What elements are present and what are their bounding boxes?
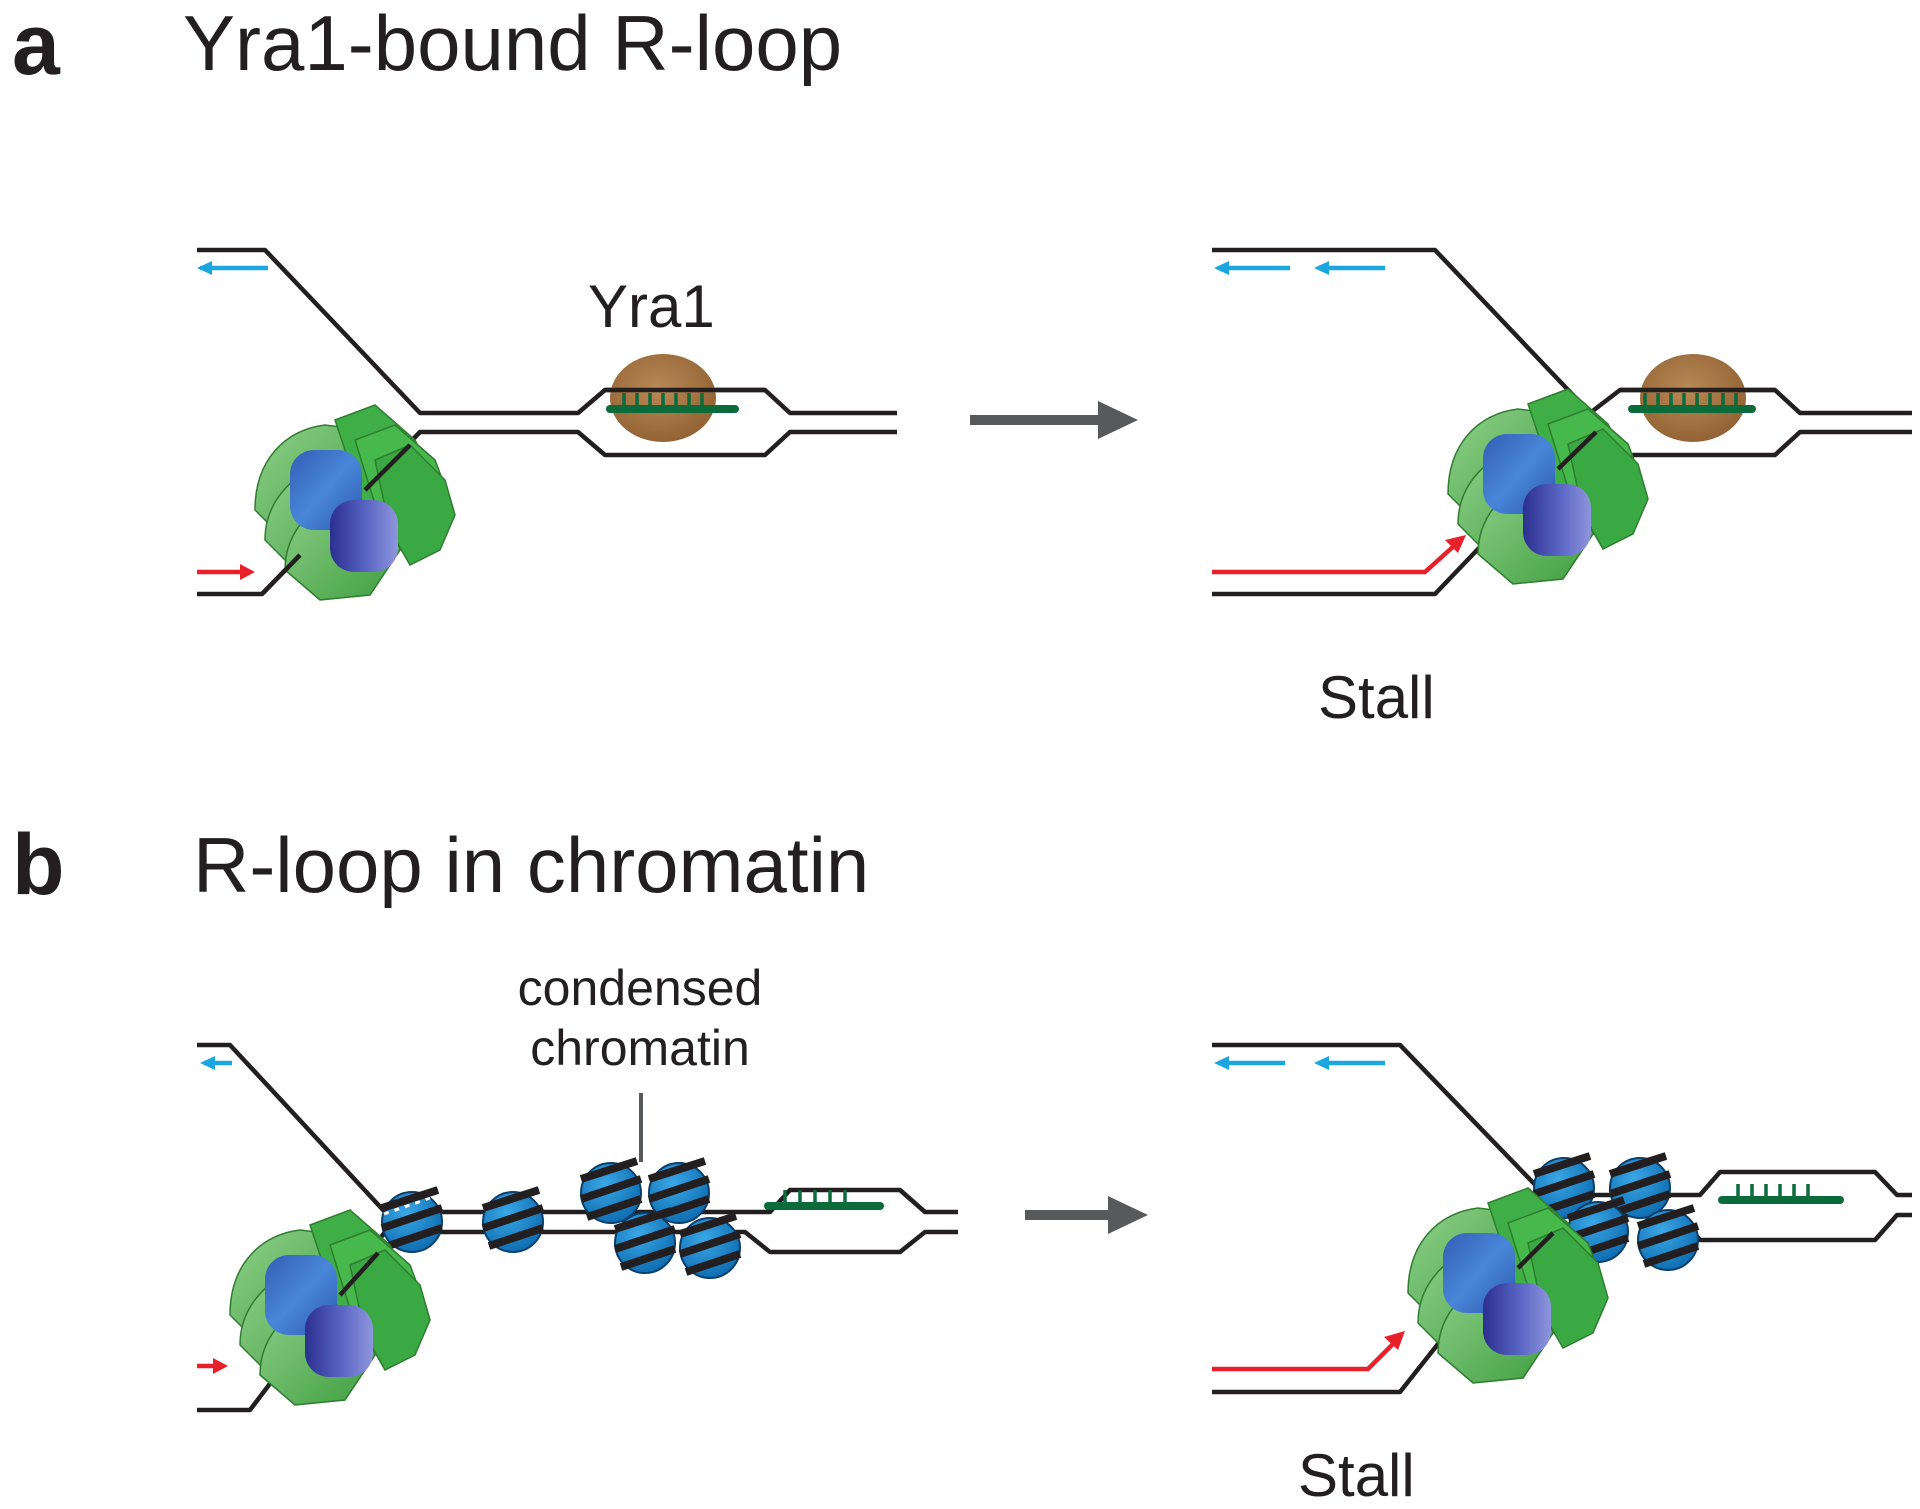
panel-a-right-fork [1212, 247, 1912, 597]
panel-a-title: Yra1-bound R-loop [183, 0, 843, 87]
nucleosome-icon [678, 1212, 742, 1279]
chromatin-label-line2: chromatin [530, 1020, 750, 1076]
cmg-helicase-icon [254, 404, 456, 601]
lagging-arrowhead-icon [197, 261, 212, 275]
yra1-label: Yra1 [588, 273, 715, 340]
nucleosome-icon [1636, 1204, 1700, 1271]
transition-arrow-b [1025, 1196, 1148, 1234]
parental-strand-top [197, 247, 897, 416]
nucleosome-icon [380, 1186, 444, 1253]
cmg-helicase-icon [229, 1209, 431, 1406]
panel-b-left-fork [197, 1042, 958, 1413]
stall-label-a: Stall [1318, 664, 1435, 731]
rna-dna-hybrid [606, 393, 739, 413]
leading-arrowhead-icon [240, 564, 255, 580]
nucleosome-icon [579, 1157, 643, 1224]
panel-b-right-fork [1212, 1042, 1912, 1395]
transition-arrow-a [970, 401, 1138, 439]
cmg-helicase-icon [1407, 1187, 1609, 1384]
rna-dna-hybrid [764, 1190, 884, 1210]
nucleosome-icon [647, 1157, 711, 1224]
stall-label-b: Stall [1298, 1442, 1415, 1509]
chromatin-label: condensed chromatin [490, 958, 790, 1078]
nucleosome-icon [1608, 1152, 1672, 1219]
panel-a-letter: a [12, 0, 60, 93]
nucleosome-icon [481, 1186, 545, 1253]
yra1-protein-icon [1640, 354, 1746, 442]
panel-a-left-fork [197, 247, 897, 601]
cmg-helicase-icon [1447, 388, 1649, 585]
nucleosome-icon [613, 1207, 677, 1274]
panel-b-title: R-loop in chromatin [193, 821, 870, 909]
chromatin-label-line1: condensed [517, 960, 763, 1016]
panel-b-letter: b [12, 817, 65, 913]
leading-arrowhead-icon [1445, 535, 1466, 553]
